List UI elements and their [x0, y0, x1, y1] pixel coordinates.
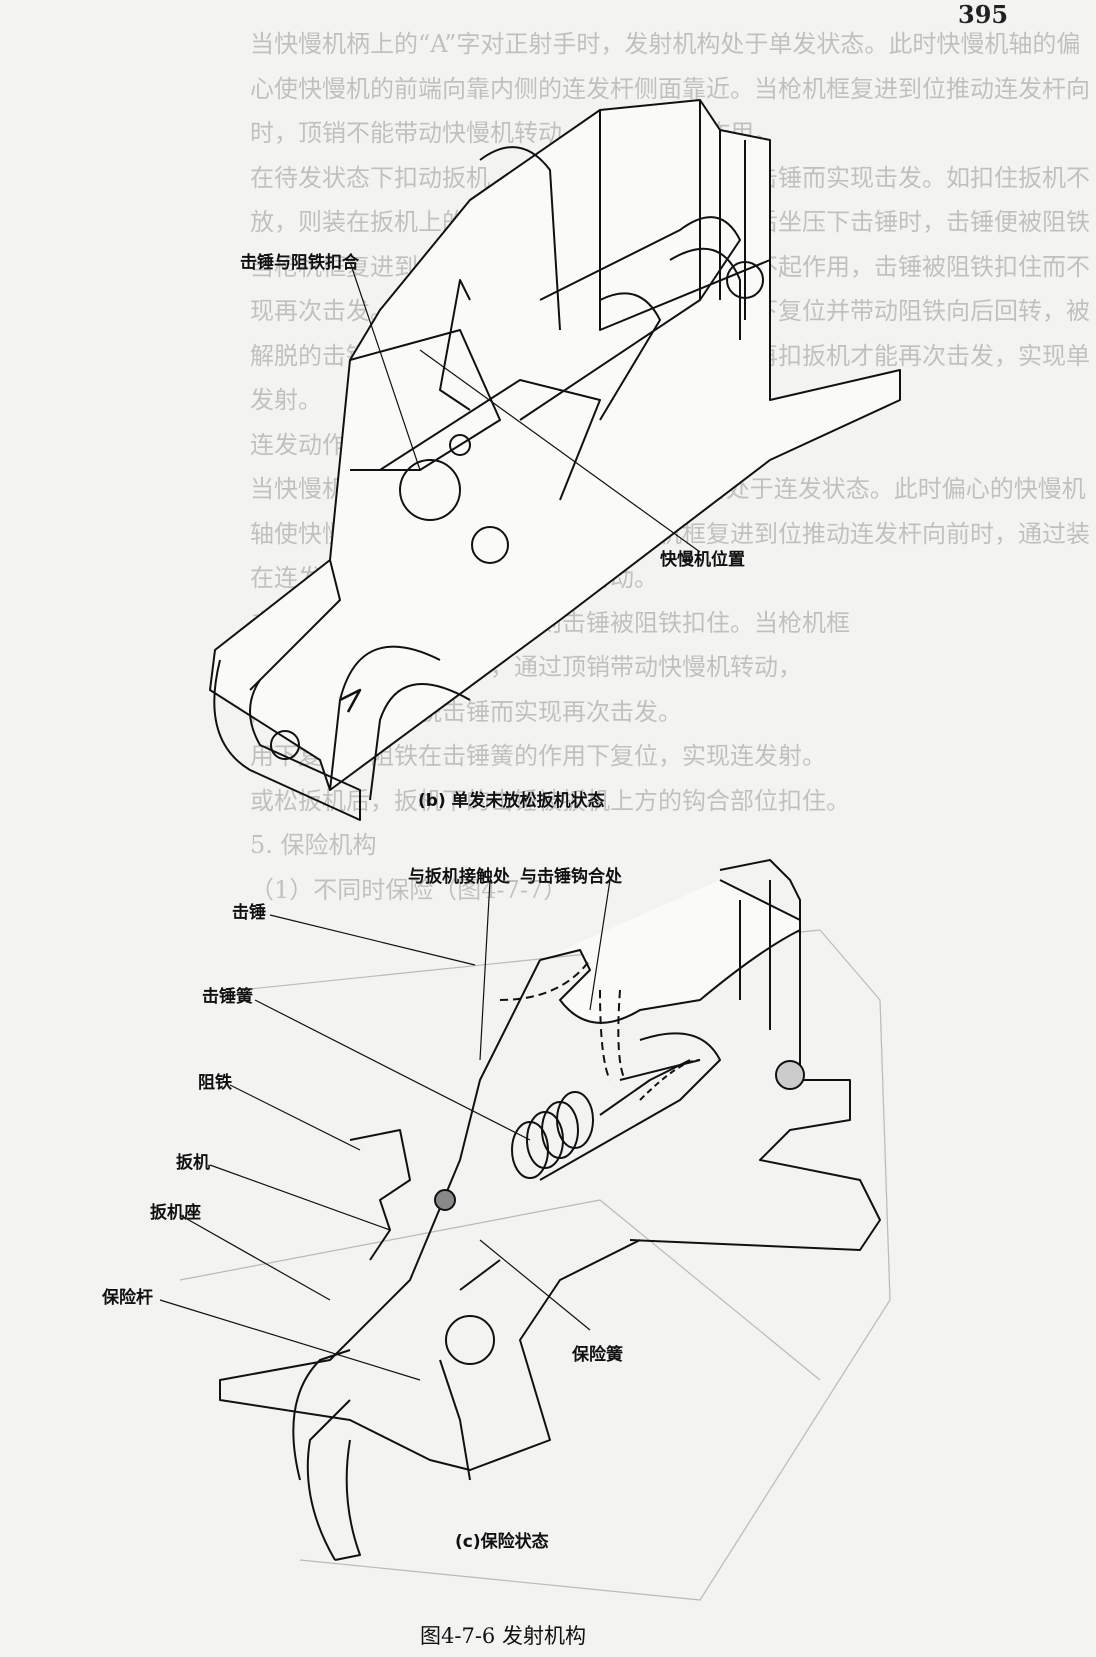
leader-lines-c: [159, 879, 611, 1381]
leader-line: [419, 349, 701, 553]
label-hammer-sear-engage: 击锤与阻铁扣合: [240, 253, 359, 273]
receiver-body-c: [179, 929, 891, 1601]
bleed-line: 发射。: [250, 386, 322, 414]
figure-b-caption: (b) 单发未放松扳机状态: [418, 791, 605, 811]
label-hammer-spring: 击锤簧: [202, 987, 253, 1007]
label-safety-spring: 保险簧: [572, 1345, 623, 1365]
trigger-guard-b: [213, 645, 471, 821]
label-hammer: 击锤: [232, 903, 266, 923]
label-trigger: 扳机: [176, 1153, 210, 1173]
mechanism-c: [219, 859, 881, 1561]
figure-c-caption: (c)保险状态: [455, 1532, 549, 1552]
bleed-line: （1）不同时保险（图4-7-7）: [250, 875, 568, 904]
hammer-spring-coil: [511, 1091, 594, 1179]
label-trigger-contact: 与扳机接触处: [408, 867, 510, 887]
bleed-line: 5. 保险机构: [250, 831, 377, 859]
figure-caption: 图4-7-6 发射机构: [420, 1624, 586, 1648]
page-number: 395: [958, 0, 1009, 29]
leader-line: [349, 261, 421, 471]
label-safety-lever: 保险杆: [102, 1288, 153, 1308]
receiver-body-b: [209, 99, 901, 791]
label-sear: 阻铁: [198, 1073, 232, 1093]
label-trigger-base: 扳机座: [150, 1203, 201, 1223]
label-selector-position: 快慢机位置: [660, 550, 745, 570]
bleed-line: 当快慢机柄上的“A”字对正射手时，发射机构处于单发状态。此时快慢机轴的偏: [250, 30, 1081, 58]
bleed-line: 心使快慢机的前端向靠内侧的连发杆侧面靠近。当枪机框复进到位推动连发杆向前: [250, 74, 1090, 103]
label-hammer-hook: 与击锤钩合处: [520, 867, 622, 887]
bleed-line: 或松扳机后，扳机下的击锤被扳机上方的钩合部位扣住。: [250, 786, 850, 815]
